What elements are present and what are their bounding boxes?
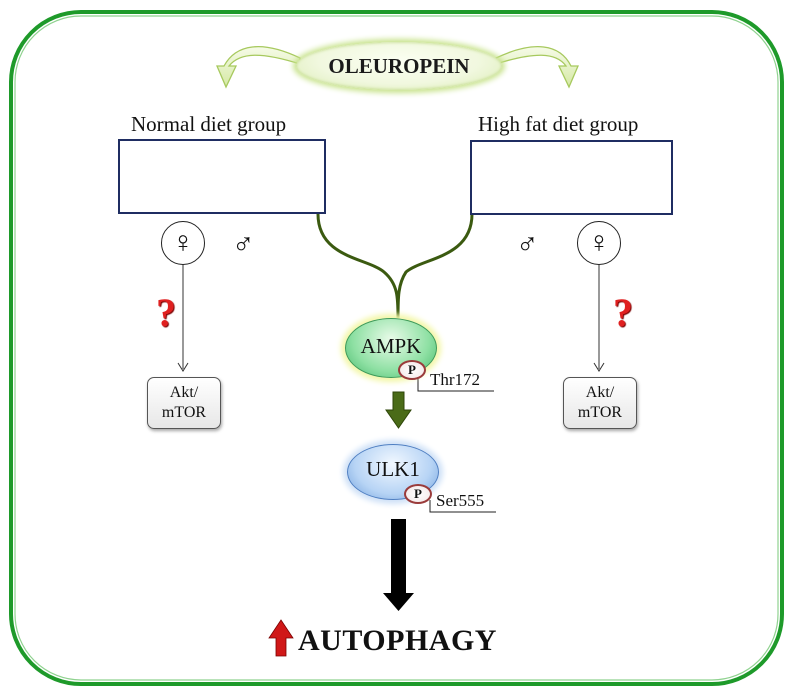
male-symbol-right-icon: ♂ xyxy=(516,228,539,261)
ser555-bracket xyxy=(429,500,496,513)
ulk1-site-label: Ser555 xyxy=(436,491,485,510)
ampk-phospho-badge: P xyxy=(398,360,426,380)
akt-label: Akt/ xyxy=(169,384,199,401)
arrow-ulk1-to-autophagy xyxy=(383,519,414,611)
female-symbol-left-icon: ♀ xyxy=(161,221,205,265)
arrow-left-to-akt xyxy=(177,263,189,372)
ampk-site-label: Thr172 xyxy=(430,370,481,389)
oleuropein-title: OLEUROPEIN xyxy=(296,42,502,90)
female-symbol-right-icon: ♀ xyxy=(577,221,621,265)
mtor-label: mTOR xyxy=(161,404,207,421)
male-symbol-left-icon: ♂ xyxy=(232,228,255,261)
akt-mtor-box-right: Akt/ mTOR xyxy=(563,377,637,429)
high-fat-diet-group-label: High fat diet group xyxy=(478,112,639,136)
ampk-label: AMPK xyxy=(360,333,422,358)
autophagy-label: AUTOPHAGY xyxy=(298,624,497,657)
curl-arrow-right xyxy=(495,46,579,89)
ulk1-label: ULK1 xyxy=(366,456,420,481)
mtor-label: mTOR xyxy=(577,404,623,421)
up-arrow-icon xyxy=(268,619,294,657)
akt-mtor-box-left: Akt/ mTOR xyxy=(147,377,221,429)
arrow-ampk-to-ulk1 xyxy=(385,391,412,429)
high-fat-diet-mice-box xyxy=(470,140,673,215)
outer-frame-inner-line xyxy=(14,15,779,681)
arrow-right-to-akt xyxy=(593,263,605,372)
branch-line-right xyxy=(396,213,474,319)
ulk1-phospho-badge: P xyxy=(404,484,432,504)
normal-diet-mice-box xyxy=(118,139,326,214)
question-mark-right-icon: ? xyxy=(613,290,633,335)
akt-label: Akt/ xyxy=(585,384,615,401)
ulk1-node: ULK1 xyxy=(347,444,439,500)
curl-arrow-left xyxy=(216,46,301,89)
question-mark-left-icon: ? xyxy=(156,290,176,335)
thr172-bracket xyxy=(417,376,494,392)
normal-diet-group-label: Normal diet group xyxy=(131,112,287,136)
